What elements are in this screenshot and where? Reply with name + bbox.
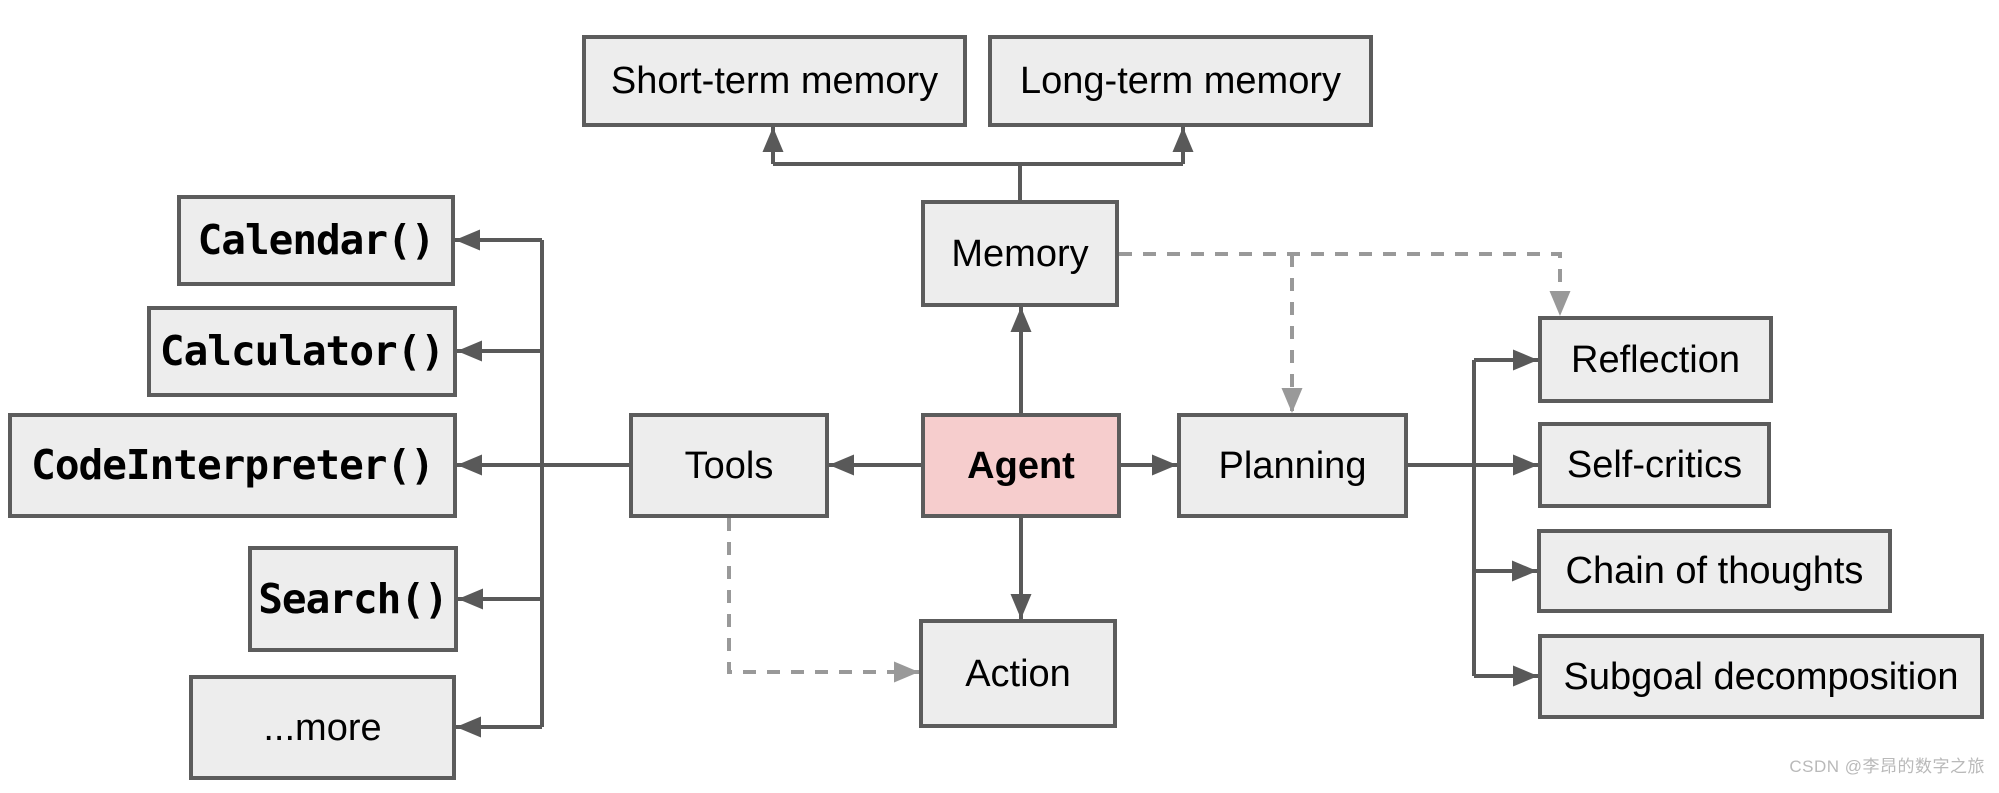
node-agent: Agent xyxy=(921,413,1121,518)
edge-memory-top-junction xyxy=(773,162,1183,200)
node-code-interpreter-tool: CodeInterpreter() xyxy=(8,413,457,518)
node-action: Action xyxy=(919,619,1117,728)
node-tools: Tools xyxy=(629,413,829,518)
node-planning: Planning xyxy=(1177,413,1408,518)
node-chain-of-thoughts: Chain of thoughts xyxy=(1537,529,1892,613)
node-reflection: Reflection xyxy=(1538,316,1773,403)
node-more-tools: ...more xyxy=(189,675,456,780)
node-memory: Memory xyxy=(921,200,1119,307)
node-search-tool: Search() xyxy=(248,546,458,652)
edge-tools-branch-trunk xyxy=(540,240,629,727)
node-short-term-memory: Short-term memory xyxy=(582,35,967,127)
node-calculator-tool: Calculator() xyxy=(147,306,457,397)
edge-tools-to-action-dashed xyxy=(727,518,919,683)
node-calendar-tool: Calendar() xyxy=(177,195,455,286)
edge-planning-branch-trunk xyxy=(1408,360,1476,676)
edge-memory-to-reflection-dashed xyxy=(1119,252,1571,316)
node-subgoal-decomposition: Subgoal decomposition xyxy=(1538,634,1984,719)
node-long-term-memory: Long-term memory xyxy=(988,35,1373,127)
node-self-critics: Self-critics xyxy=(1538,422,1771,508)
csdn-watermark: CSDN @李昂的数字之旅 xyxy=(1789,757,1985,776)
